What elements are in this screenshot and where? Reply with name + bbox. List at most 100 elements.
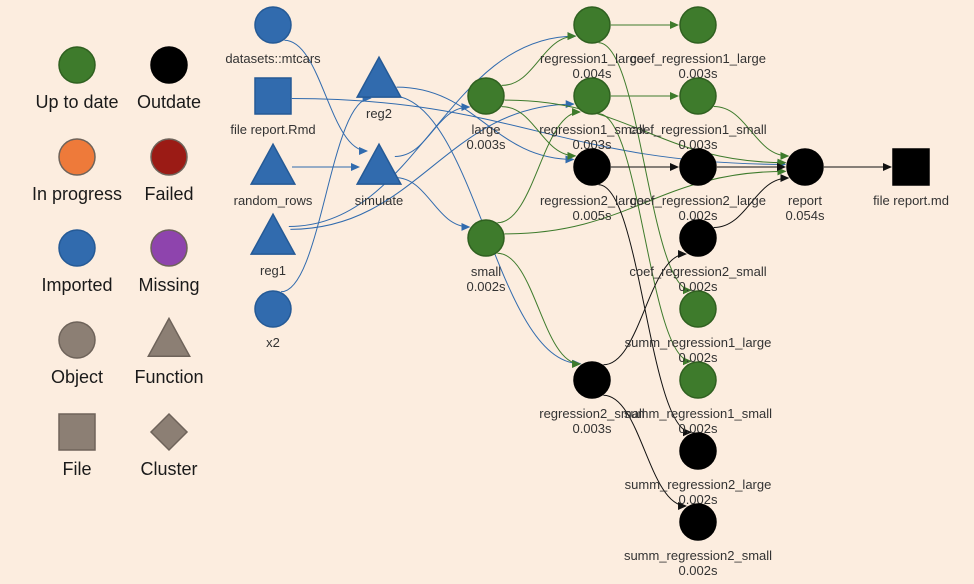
- node-runtime: 0.002s: [678, 279, 718, 294]
- node-runtime: 0.002s: [678, 492, 718, 507]
- node-square-icon[interactable]: [892, 148, 930, 186]
- legend-circle-icon: [58, 321, 96, 359]
- node-runtime: 0.003s: [466, 137, 506, 152]
- legend-circle-icon: [58, 229, 96, 267]
- legend-item-function: Function: [134, 316, 204, 387]
- node-label: random_rows: [234, 193, 313, 208]
- edge-simulate-to-large: [394, 103, 471, 157]
- edge-large-to-regression2_large: [501, 106, 577, 160]
- edge-small-to-regression2_small: [497, 252, 582, 368]
- node-label: regression1_small: [539, 122, 645, 137]
- legend-circle-icon: [58, 138, 96, 176]
- node-label: simulate: [355, 193, 403, 208]
- edge-reg2-to-regression2_large: [396, 86, 575, 164]
- node-circle-icon[interactable]: [467, 219, 505, 257]
- node-circle-icon[interactable]: [254, 6, 292, 44]
- node-label: coef_regression2_small: [629, 264, 766, 279]
- legend-label: File: [62, 459, 91, 479]
- legend-item-file: File: [58, 413, 96, 479]
- node-circle-icon[interactable]: [679, 148, 717, 186]
- node-report_md[interactable]: file report.md: [873, 148, 949, 208]
- node-label: coef_regression1_small: [629, 122, 766, 137]
- node-circle-icon[interactable]: [254, 290, 292, 328]
- node-simulate[interactable]: simulate: [355, 142, 403, 208]
- node-label: regression2_small: [539, 406, 645, 421]
- node-report_rmd[interactable]: file report.Rmd: [230, 77, 316, 137]
- node-label: regression1_large: [540, 51, 644, 66]
- legend-label: Outdate: [137, 92, 201, 112]
- legend-circle-icon: [150, 138, 188, 176]
- node-runtime: 0.004s: [572, 66, 612, 81]
- node-label: summ_regression1_small: [624, 406, 772, 421]
- node-triangle-icon[interactable]: [355, 55, 403, 98]
- node-x2[interactable]: x2: [254, 290, 292, 350]
- node-reg1[interactable]: reg1: [249, 212, 297, 278]
- node-label: datasets::mtcars: [225, 51, 321, 66]
- edge-coef_regression1_small-to-report: [713, 106, 790, 160]
- edge-regression1_small-to-summ_regression1_small: [598, 113, 693, 366]
- node-reg2[interactable]: reg2: [355, 55, 403, 121]
- node-circle-icon[interactable]: [679, 290, 717, 328]
- node-circle-icon[interactable]: [786, 148, 824, 186]
- node-runtime: 0.005s: [572, 208, 612, 223]
- node-circle-icon[interactable]: [679, 219, 717, 257]
- legend-label: Failed: [144, 184, 193, 204]
- node-label: regression2_large: [540, 193, 644, 208]
- node-circle-icon[interactable]: [573, 77, 611, 115]
- node-circle-icon[interactable]: [679, 361, 717, 399]
- node-circle-icon[interactable]: [679, 503, 717, 541]
- node-circle-icon[interactable]: [679, 432, 717, 470]
- node-random_rows[interactable]: random_rows: [234, 142, 313, 208]
- edge-large-to-report: [504, 99, 787, 167]
- node-label: summ_regression2_small: [624, 548, 772, 563]
- node-runtime: 0.002s: [678, 563, 718, 578]
- node-circle-icon[interactable]: [573, 361, 611, 399]
- node-square-icon[interactable]: [254, 77, 292, 115]
- legend-circle-icon: [150, 229, 188, 267]
- legend-item-imported: Imported: [41, 229, 113, 295]
- node-label: file report.Rmd: [230, 122, 315, 137]
- node-mtcars[interactable]: datasets::mtcars: [225, 6, 321, 66]
- legend-label: Object: [51, 367, 103, 387]
- legend-item-failed: Failed: [144, 138, 194, 204]
- edge-small-to-regression1_small: [497, 108, 582, 224]
- graph-edges: [280, 21, 892, 510]
- node-label: coef_regression2_large: [630, 193, 766, 208]
- node-label: coef_regression1_large: [630, 51, 766, 66]
- edge-mtcars-to-simulate: [284, 39, 369, 155]
- node-circle-icon[interactable]: [679, 6, 717, 44]
- node-label: x2: [266, 335, 280, 350]
- edge-coef_regression2_small-to-report: [713, 174, 790, 228]
- node-circle-icon[interactable]: [467, 77, 505, 115]
- legend-item-in-progress: In progress: [32, 138, 122, 204]
- node-label: small: [471, 264, 501, 279]
- node-triangle-icon[interactable]: [249, 142, 297, 185]
- node-triangle-icon[interactable]: [249, 212, 297, 255]
- edge-large-to-regression1_large: [501, 32, 577, 86]
- node-circle-icon[interactable]: [573, 148, 611, 186]
- edge-reg1-to-regression1_small: [290, 100, 575, 230]
- node-circle-icon[interactable]: [679, 77, 717, 115]
- node-label: summ_regression1_large: [625, 335, 772, 350]
- legend-label: Imported: [41, 275, 112, 295]
- node-circle-icon[interactable]: [573, 6, 611, 44]
- node-triangle-icon[interactable]: [355, 142, 403, 185]
- node-label: reg2: [366, 106, 392, 121]
